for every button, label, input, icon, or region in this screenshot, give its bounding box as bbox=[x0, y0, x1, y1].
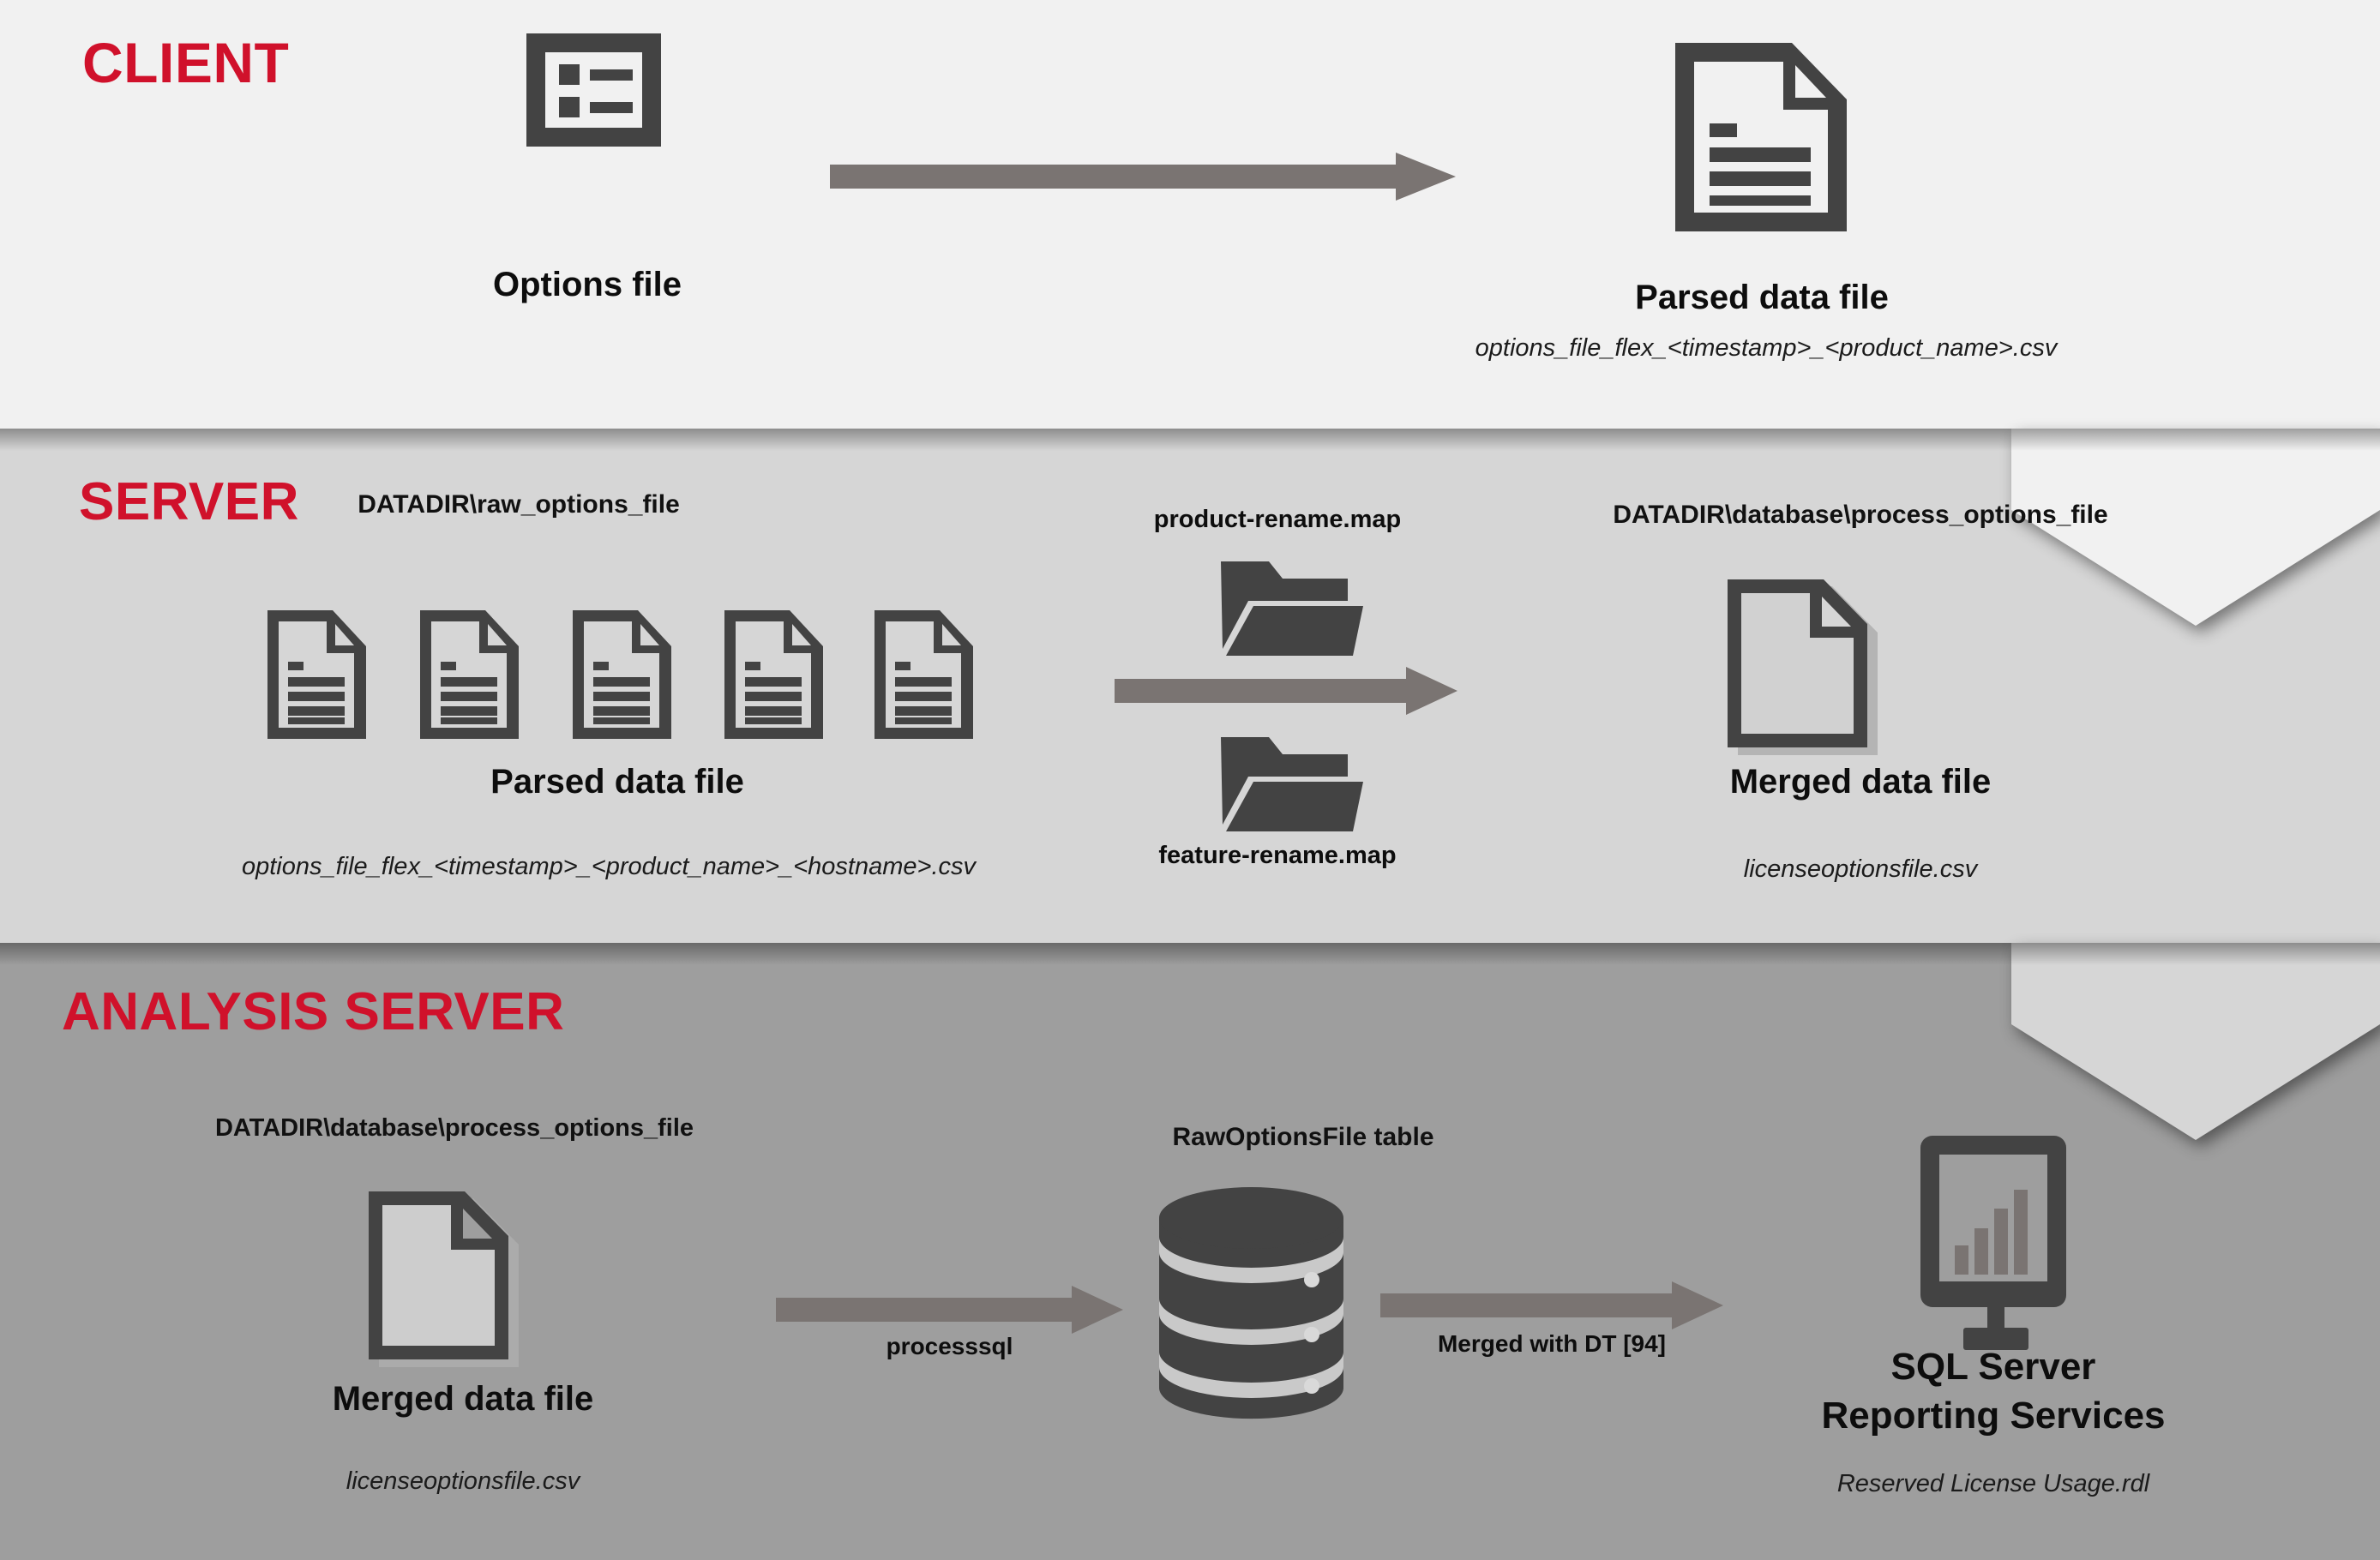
monitor-chart-icon bbox=[1886, 1136, 2101, 1359]
band-client-shadow bbox=[0, 429, 2380, 451]
folder-open-icon bbox=[1217, 729, 1363, 831]
folder-open-icon bbox=[1217, 553, 1363, 656]
server-process-options-path: DATADIR\database\process_options_file bbox=[1613, 501, 2108, 529]
document-icon bbox=[1675, 43, 1847, 231]
server-merged-data-file-filename: licenseoptionsfile.csv bbox=[1743, 855, 1978, 883]
document-icon bbox=[267, 610, 366, 739]
arrow-label-processsql: processsql bbox=[886, 1333, 1013, 1359]
section-label-server: SERVER bbox=[79, 472, 299, 531]
raw-options-table-title: RawOptionsFile table bbox=[1172, 1123, 1434, 1151]
section-label-analysis-server: ANALYSIS SERVER bbox=[62, 982, 565, 1041]
band-client-body bbox=[0, 0, 2380, 429]
database-cylinder-icon bbox=[1159, 1187, 1343, 1419]
band-client-tail bbox=[2011, 429, 2380, 626]
client-parsed-data-file-filename: options_file_flex_<timestamp>_<product_n… bbox=[1475, 334, 2058, 362]
server-merged-data-file-title: Merged data file bbox=[1729, 763, 1992, 801]
reporting-title-line1: SQL Server bbox=[1890, 1346, 2096, 1388]
arrow-label-merged-with-dt: Merged with DT [94] bbox=[1437, 1330, 1666, 1357]
server-raw-options-path: DATADIR\raw_options_file bbox=[358, 490, 680, 519]
analysis-process-options-path: DATADIR\database\process_options_file bbox=[214, 1114, 694, 1142]
server-parsed-data-file-title: Parsed data file bbox=[490, 763, 744, 801]
band-client bbox=[0, 0, 2380, 429]
arrow-right-icon bbox=[776, 1286, 1123, 1334]
analysis-merged-data-file-title: Merged data file bbox=[332, 1380, 594, 1418]
server-parsed-data-file-filename: options_file_flex_<timestamp>_<product_n… bbox=[241, 853, 977, 880]
band-server-shadow bbox=[0, 943, 2380, 965]
document-outline-icon bbox=[1728, 579, 1878, 755]
section-label-client: CLIENT bbox=[82, 31, 290, 94]
document-outline-icon bbox=[369, 1191, 519, 1367]
feature-rename-map-label: feature-rename.map bbox=[1158, 842, 1397, 869]
document-icon bbox=[573, 610, 671, 739]
options-file-title: Options file bbox=[493, 266, 682, 303]
band-server-tail bbox=[2011, 943, 2380, 1140]
document-icon bbox=[724, 610, 823, 739]
client-parsed-data-file-title: Parsed data file bbox=[1635, 279, 1889, 316]
arrow-right-icon bbox=[830, 153, 1456, 201]
document-icon bbox=[874, 610, 973, 739]
product-rename-map-label: product-rename.map bbox=[1153, 506, 1402, 533]
checklist-icon bbox=[523, 30, 664, 150]
document-icon bbox=[420, 610, 519, 739]
reporting-filename: Reserved License Usage.rdl bbox=[1836, 1470, 2150, 1497]
analysis-merged-data-file-filename: licenseoptionsfile.csv bbox=[346, 1467, 580, 1495]
arrow-right-icon bbox=[1115, 667, 1457, 715]
reporting-title-line2: Reporting Services bbox=[1821, 1395, 2166, 1437]
arrow-right-icon bbox=[1380, 1281, 1723, 1329]
